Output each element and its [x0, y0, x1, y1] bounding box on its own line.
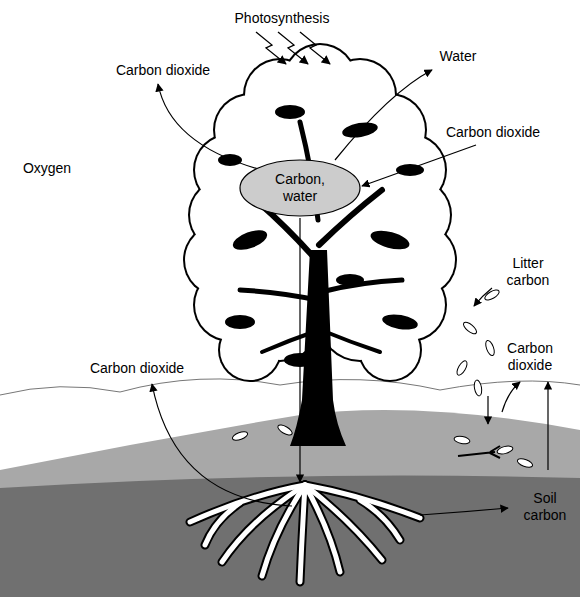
flow-label: Carbon dioxide: [90, 360, 184, 377]
flow-label: Soil carbon: [520, 490, 570, 524]
fallen-twig: [458, 446, 500, 458]
falling-leaves: [231, 288, 533, 469]
flow-label: Photosynthesis: [235, 10, 330, 27]
flow-label: Carbon dioxide: [446, 124, 540, 141]
subsoil-band: [0, 476, 580, 597]
topsoil-band: [0, 410, 580, 597]
ellipse-shape: [240, 160, 360, 216]
tree-trunk: [290, 250, 346, 446]
ellipse-node: Carbon, water: [239, 159, 361, 217]
sunlight-bolts: [256, 32, 330, 64]
tree-roots: [190, 485, 420, 582]
flow-arrows: [152, 70, 548, 515]
flow-label: Carbon dioxide: [500, 340, 560, 374]
flow-label: Water: [440, 48, 477, 65]
flow-label: Oxygen: [23, 160, 71, 177]
node-text: Carbon, water: [264, 171, 336, 205]
flow-label: Litter carbon: [498, 255, 558, 289]
hill-outline: [0, 379, 580, 395]
flow-label: Carbon dioxide: [116, 62, 210, 79]
